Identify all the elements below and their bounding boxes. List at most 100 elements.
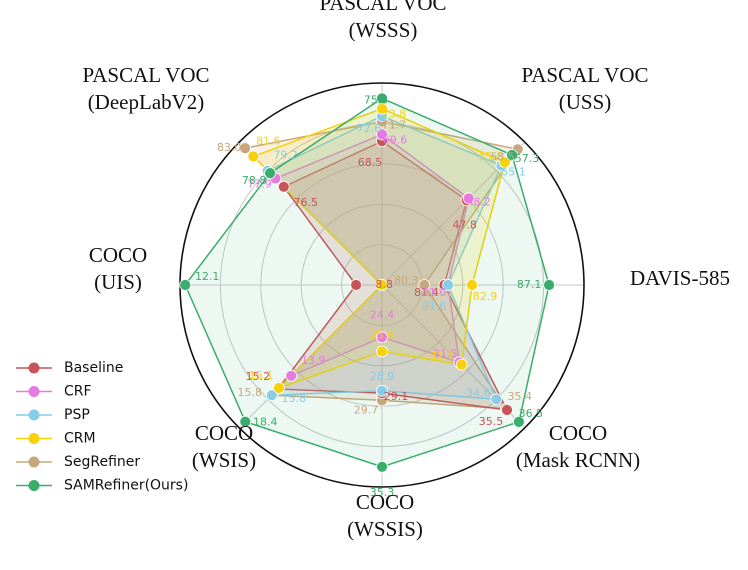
data-point bbox=[501, 404, 513, 416]
data-point bbox=[543, 279, 555, 291]
data-point bbox=[285, 369, 298, 382]
legend-label: CRM bbox=[64, 431, 96, 447]
data-label: 68.5 bbox=[358, 156, 383, 169]
legend-marker bbox=[28, 456, 40, 468]
data-label: 15.1 bbox=[249, 369, 274, 382]
data-label: 76.5 bbox=[294, 196, 319, 209]
legend-label: PSP bbox=[64, 407, 90, 423]
data-label: 15.8 bbox=[238, 386, 263, 399]
data-label: 78.8 bbox=[242, 174, 267, 187]
legend-item: SegRefiner bbox=[16, 454, 140, 470]
grid-spoke bbox=[381, 284, 526, 429]
data-point bbox=[418, 279, 431, 291]
data-label: 31.7 bbox=[429, 350, 454, 363]
data-label: 25.6 bbox=[370, 329, 395, 342]
data-label: 29.1 bbox=[384, 390, 409, 403]
legend-marker bbox=[28, 386, 40, 397]
data-point bbox=[265, 389, 278, 402]
data-label: 58.5 bbox=[490, 150, 515, 163]
data-label: 79.2 bbox=[273, 149, 298, 162]
legend-item: CRM bbox=[16, 431, 96, 447]
data-label: 82.9 bbox=[473, 290, 498, 303]
series-polygons bbox=[184, 97, 550, 468]
legend-label: SAMRefiner(Ours) bbox=[64, 478, 188, 494]
data-point bbox=[442, 279, 455, 291]
axis-label: PASCAL VOC(USS) bbox=[521, 63, 648, 114]
axis-label: DAVIS-585 bbox=[630, 266, 730, 290]
legend-label: CRF bbox=[64, 384, 92, 400]
data-point bbox=[239, 415, 252, 428]
data-label: 47.8 bbox=[452, 218, 477, 231]
axis-label: COCO(WSSIS) bbox=[347, 490, 423, 541]
legend-marker bbox=[28, 409, 40, 421]
axis-label: COCO(WSIS) bbox=[192, 421, 256, 472]
data-label: 15.2 bbox=[246, 370, 271, 383]
data-point bbox=[350, 279, 363, 291]
data-label: 87.1 bbox=[517, 278, 542, 291]
legend-item: SAMRefiner(Ours) bbox=[16, 478, 188, 494]
data-label: 75.5 bbox=[364, 93, 389, 106]
legend-item: CRF bbox=[16, 384, 92, 400]
data-label: 57.3 bbox=[515, 152, 540, 165]
axis-labels: PASCAL VOC(WSSS) PASCAL VOC(USS) DAVIS-585… bbox=[82, 0, 730, 541]
data-label: 81.6 bbox=[256, 134, 281, 147]
data-point bbox=[376, 460, 388, 473]
legend-item: Baseline bbox=[16, 360, 123, 376]
data-label: 81.0 bbox=[422, 286, 447, 299]
data-point bbox=[462, 192, 475, 205]
legend-marker bbox=[28, 480, 40, 491]
data-point bbox=[277, 180, 290, 193]
data-point bbox=[179, 279, 192, 291]
data-point bbox=[455, 358, 468, 371]
data-label: 80.3 bbox=[394, 274, 419, 287]
data-label: 35.5 bbox=[479, 415, 504, 428]
data-label: 35.3 bbox=[370, 486, 395, 499]
axis-label: PASCAL VOC(DeepLabV2) bbox=[82, 63, 209, 114]
data-point bbox=[273, 382, 285, 394]
data-point bbox=[376, 345, 388, 358]
value-labels: 68.5 47.8 81.4 35.5 29.1 15.2 8.8 76.5 69.6 48.2 8… bbox=[195, 93, 544, 499]
data-point bbox=[376, 279, 388, 291]
data-label: 72.6 bbox=[357, 122, 382, 135]
data-label: 55.1 bbox=[501, 166, 526, 179]
data-label: 12.1 bbox=[195, 270, 220, 283]
data-point bbox=[376, 331, 388, 344]
data-label: 24.4 bbox=[370, 308, 395, 321]
data-label: 71.7 bbox=[382, 119, 407, 132]
axis-label: PASCAL VOC(WSSS) bbox=[319, 0, 446, 42]
data-point bbox=[239, 142, 252, 155]
data-point bbox=[506, 149, 518, 161]
legend-label: SegRefiner bbox=[64, 454, 140, 470]
data-point bbox=[466, 279, 478, 291]
data-label: 81.6 bbox=[422, 300, 447, 313]
data-label: 48.2 bbox=[466, 195, 491, 208]
data-point bbox=[264, 167, 277, 180]
data-point bbox=[376, 92, 388, 105]
data-label: 83.0 bbox=[217, 141, 242, 154]
legend-marker bbox=[28, 433, 40, 444]
axis-label: COCO(Mask RCNN) bbox=[516, 421, 640, 472]
data-label: 29.7 bbox=[354, 403, 379, 416]
data-label: 69.6 bbox=[383, 133, 408, 146]
data-point bbox=[513, 415, 525, 428]
data-point bbox=[498, 156, 511, 169]
data-label: 28.9 bbox=[370, 370, 395, 383]
data-label: 13.9 bbox=[301, 354, 326, 367]
series-markers bbox=[179, 92, 555, 473]
data-label: 18.4 bbox=[253, 416, 278, 429]
data-point bbox=[247, 150, 260, 163]
data-label: 81.4 bbox=[414, 286, 439, 299]
legend-marker bbox=[28, 362, 40, 374]
data-label: 34.6 bbox=[466, 386, 491, 399]
data-label: 73.8 bbox=[382, 108, 407, 121]
legend-item: PSP bbox=[16, 407, 90, 423]
data-point bbox=[376, 128, 388, 141]
data-label: 55.8 bbox=[479, 150, 504, 163]
data-label: 8.8 bbox=[375, 278, 393, 291]
data-label: 15.8 bbox=[282, 392, 307, 405]
data-label: 31.5 bbox=[433, 347, 458, 360]
data-label: 36.5 bbox=[519, 407, 544, 420]
data-label: 77.9 bbox=[247, 178, 272, 191]
